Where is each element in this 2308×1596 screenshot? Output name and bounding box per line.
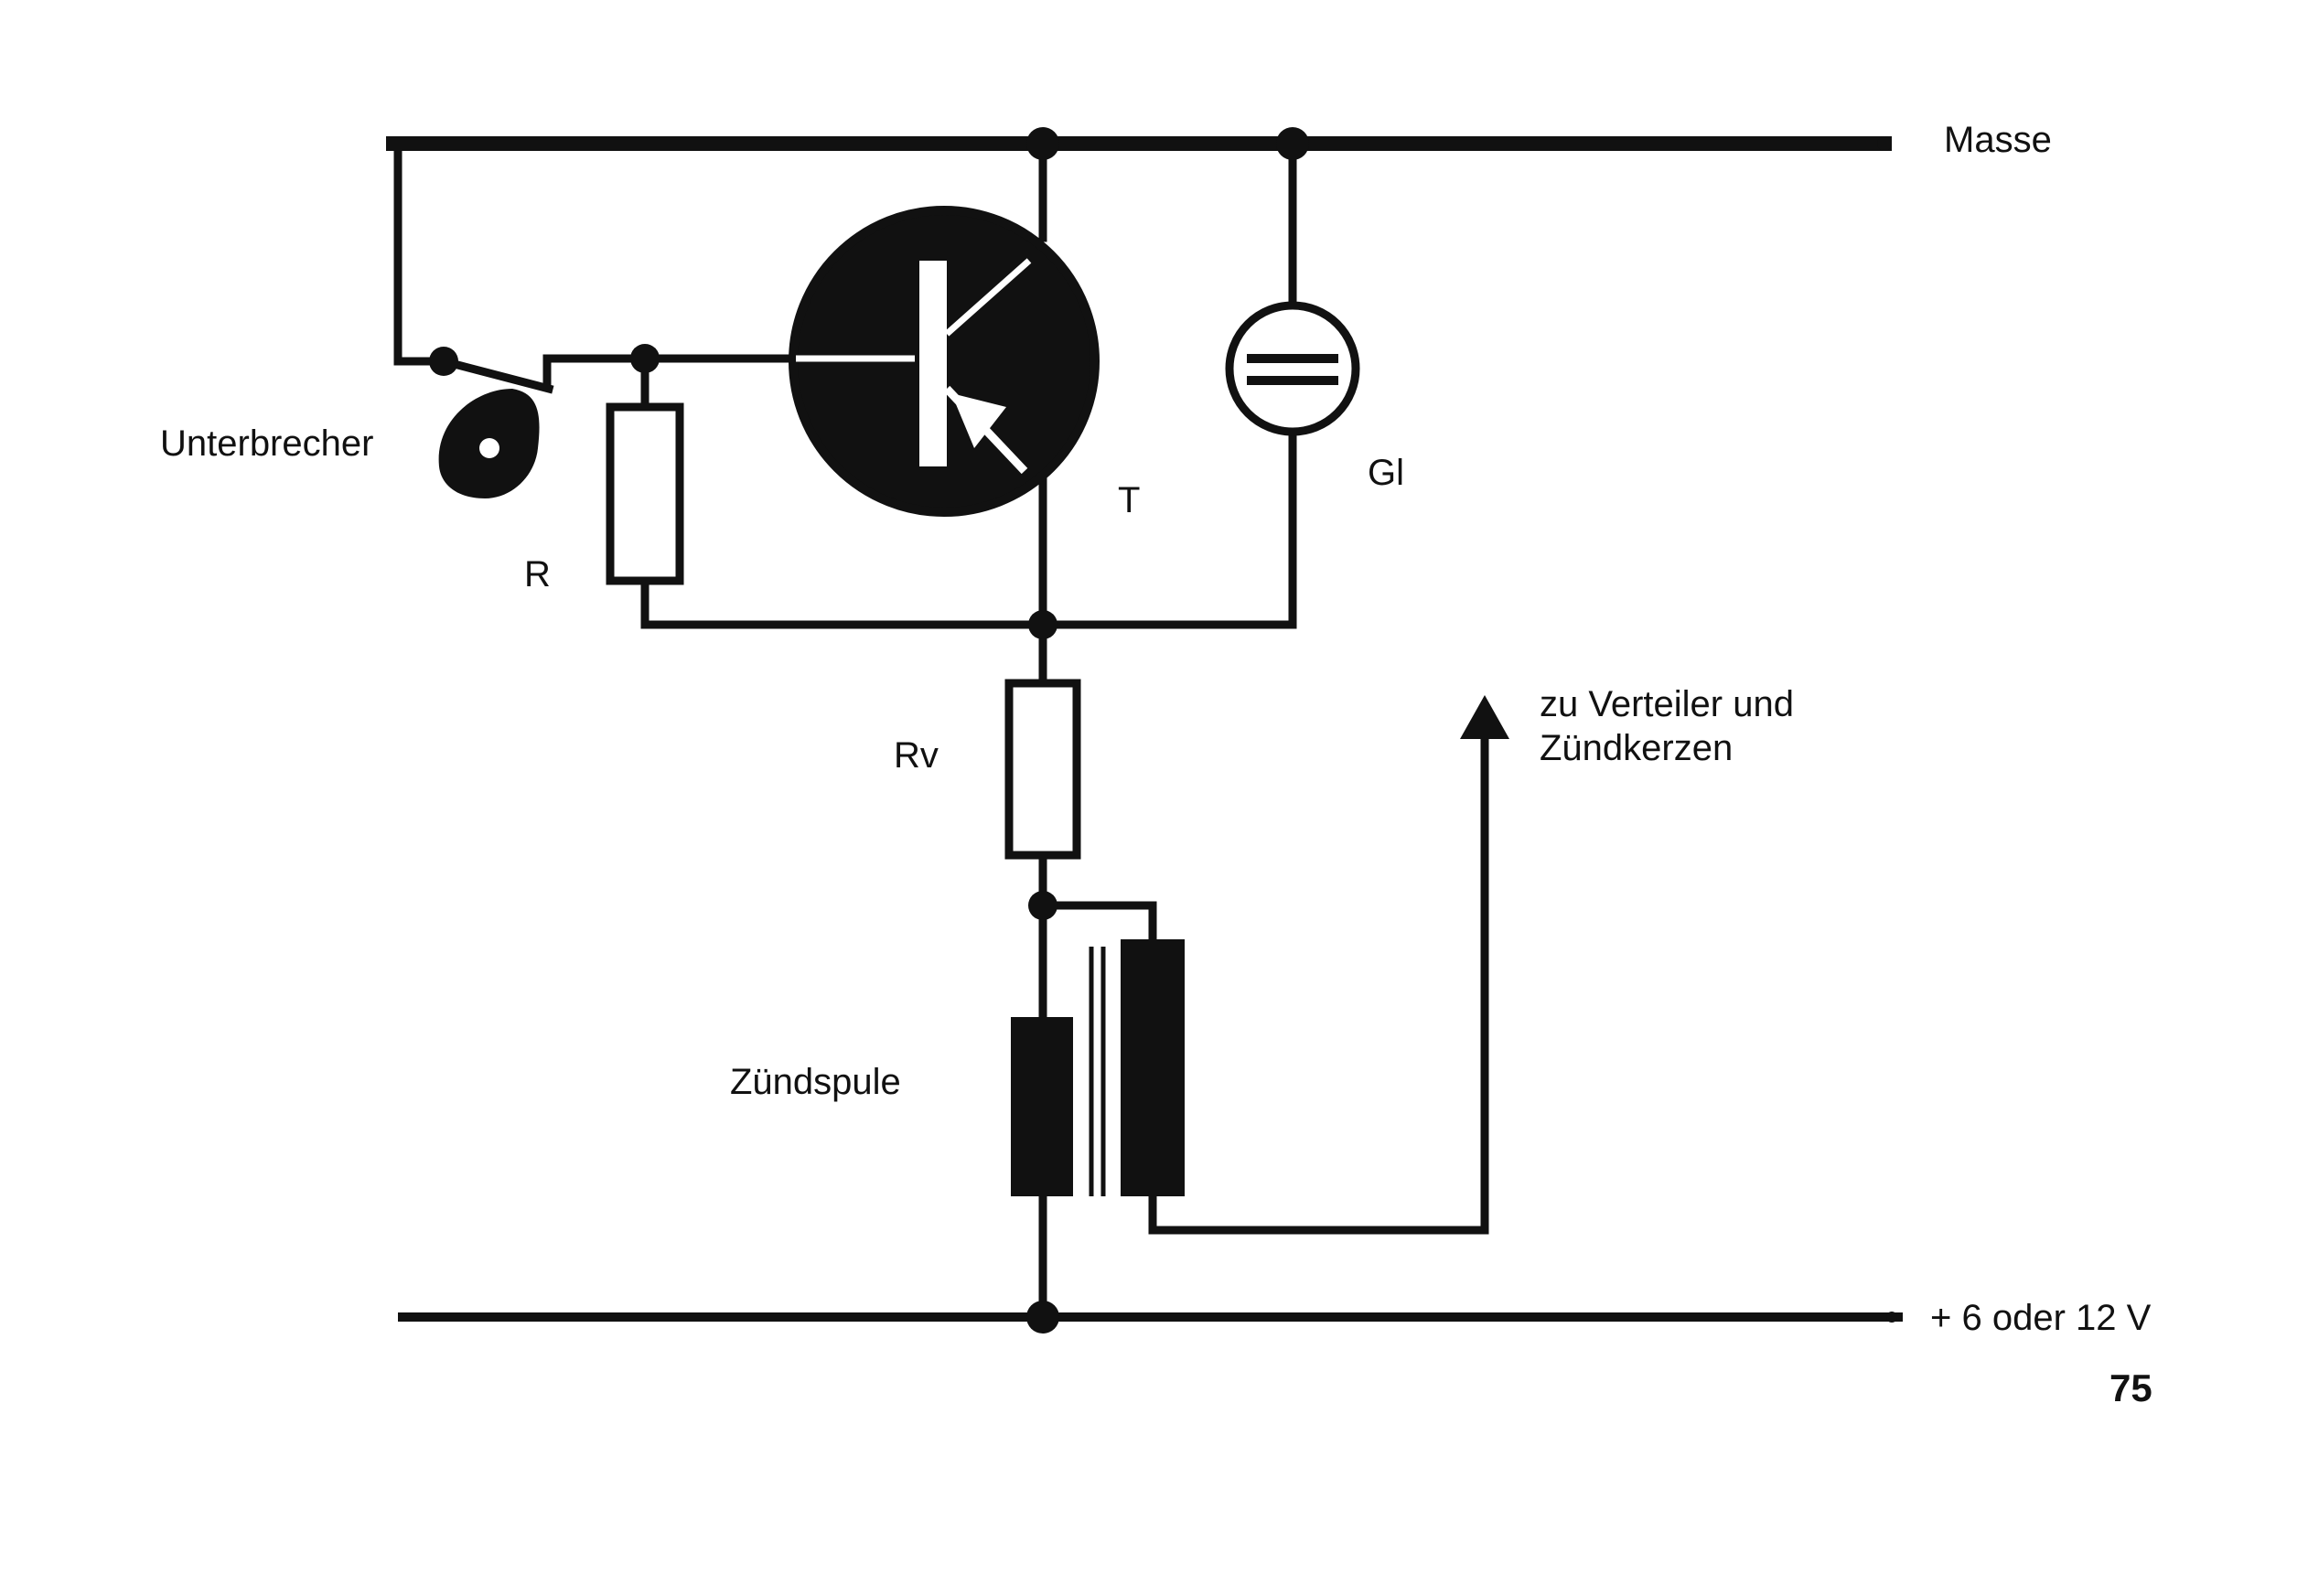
transistor-symbol [789,206,1100,517]
distributor-label-line2: Zündkerzen [1540,728,1734,768]
junction-ground-left [1026,127,1059,160]
breaker-fixed-contact [542,354,800,389]
distributor-label-line1: zu Verteiler und [1540,684,1794,724]
breaker-contact-lever [438,356,554,394]
breaker-cam [438,389,540,498]
junction-base [630,344,660,373]
glow-lamp-bottom-wire [1038,393,1297,629]
junction-ground-right [1276,127,1309,160]
coil-label: Zündspule [730,1062,901,1102]
junction-coil [1028,891,1057,920]
breaker-ground-wire [393,139,448,366]
resistor-r-bottom-lead [640,576,1047,629]
glow-lamp-label: Gl [1368,453,1404,493]
transistor-label: T [1118,480,1141,520]
coil-primary-winding [1011,1017,1073,1196]
junction-emitter [1028,610,1057,639]
ground-label: Masse [1944,120,2052,160]
coil-iron-core [1089,947,1106,1196]
page-number: 75 [2109,1366,2152,1409]
coil-secondary-winding [1121,939,1185,1196]
glow-lamp-symbol [1225,301,1360,436]
breaker-label: Unterbrecher [160,423,374,464]
series-resistor-label: Rv [894,735,939,776]
supply-label: + 6 oder 12 V [1930,1298,2152,1338]
resistor-r [606,402,684,585]
output-arrow [1460,695,1509,739]
junction-breaker-pivot [429,347,458,376]
coil-secondary-output-wire [1148,732,1489,1235]
junction-supply [1026,1301,1059,1334]
coil-secondary-top-wire [1038,901,1157,944]
resistor-label: R [524,554,551,594]
resistor-rv [1004,679,1081,860]
